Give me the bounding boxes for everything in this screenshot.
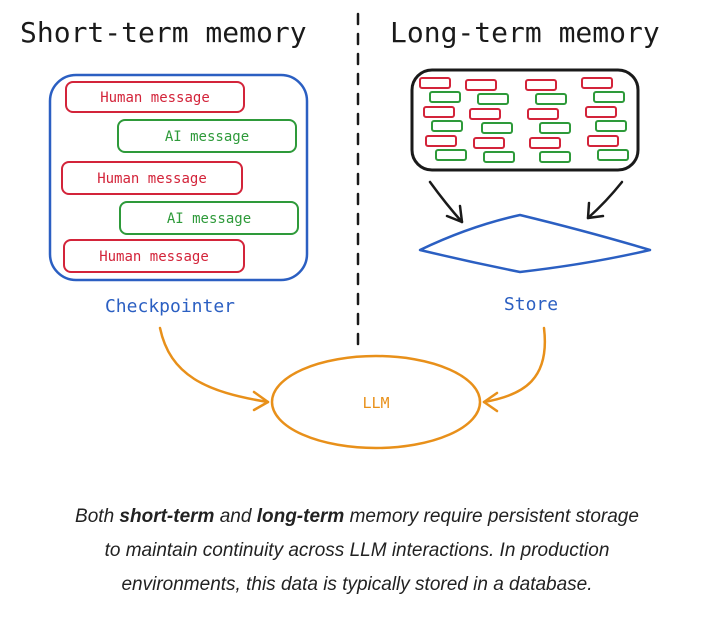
caption-line-3: environments, this data is typically sto…: [121, 574, 593, 595]
checkpointer-label: Checkpointer: [105, 296, 235, 317]
message-ai-1: AI message: [117, 119, 297, 153]
caption-line-2: to maintain continuity across LLM intera…: [104, 540, 610, 561]
arrow-to-store-left: [428, 180, 464, 224]
store-shape: [418, 213, 652, 274]
caption-text: Both: [75, 506, 120, 527]
message-label: Human message: [100, 90, 210, 106]
checkpointer-container: [48, 73, 309, 282]
arrow-store-to-llm: [482, 326, 547, 413]
caption-text: memory require persistent storage: [344, 506, 639, 527]
arrow-to-store-right: [586, 180, 624, 220]
message-label: AI message: [167, 211, 251, 227]
caption-text: and: [214, 506, 257, 527]
llm-node: [270, 354, 482, 450]
memory-records: [419, 77, 629, 163]
message-human-3: Human message: [63, 239, 245, 273]
message-human-2: Human message: [61, 161, 243, 195]
message-label: Human message: [97, 171, 207, 187]
short-term-heading: Short-term memory: [20, 16, 307, 49]
message-ai-2: AI message: [119, 201, 299, 235]
caption-bold-long-term: long-term: [256, 506, 345, 527]
caption-bold-short-term: short-term: [119, 506, 215, 527]
store-label: Store: [504, 294, 558, 315]
message-label: Human message: [99, 249, 209, 265]
message-human-1: Human message: [65, 81, 245, 113]
caption: Both short-term and long-term memory req…: [0, 500, 714, 602]
memory-diagram: Short-term memory Long-term memory Human…: [20, 12, 660, 450]
caption-line-1: Both short-term and long-term memory req…: [0, 500, 714, 534]
long-term-box: [410, 68, 640, 172]
message-label: AI message: [165, 129, 249, 145]
llm-label: LLM: [362, 394, 389, 412]
long-term-heading: Long-term memory: [390, 16, 660, 49]
arrow-checkpointer-to-llm: [158, 326, 270, 412]
